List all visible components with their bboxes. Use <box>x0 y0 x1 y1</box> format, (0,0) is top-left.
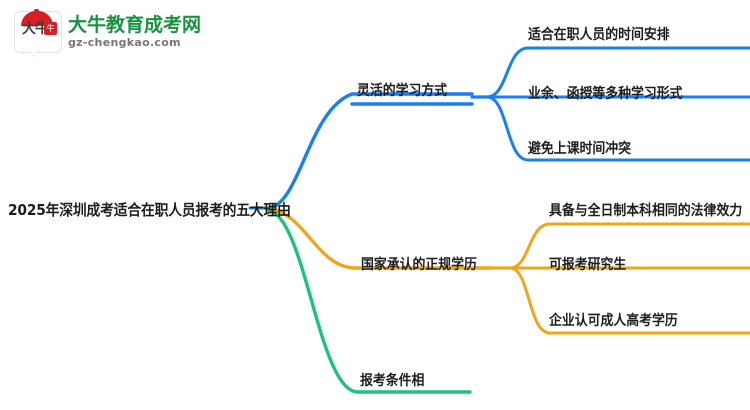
edge-blue-sub-3 <box>485 95 750 162</box>
logo-title: 大牛教育成考网 <box>68 14 202 36</box>
leaf-node-2-1[interactable]: 具备与全日制本科相同的法律效力 <box>549 203 743 219</box>
edge-root-branch-2 <box>266 207 494 270</box>
red-cap-stem <box>34 9 39 13</box>
logo-subtitle: gz-chengkao.com <box>68 36 181 49</box>
edge-orange-sub-1 <box>508 222 750 270</box>
leaf-node-1-2[interactable]: 业余、函授等多种学习形式 <box>528 86 683 102</box>
logo-seal-icon: 牛 <box>44 22 57 35</box>
logo-mark-text: 大牛 <box>22 21 49 37</box>
branch-node-2[interactable]: 国家承认的正规学历 <box>361 257 477 273</box>
logo-text-block: 大牛教育成考网 gz-chengkao.com <box>68 14 201 50</box>
edge-root-branch-3 <box>266 208 472 394</box>
leaf-node-2-2[interactable]: 可报考研究生 <box>549 257 627 273</box>
edge-blue-sub-1 <box>485 46 750 99</box>
branch-node-1[interactable]: 灵活的学习方式 <box>357 83 448 99</box>
logo-mark-icon: 大牛 牛 <box>14 9 62 56</box>
root-node[interactable]: 2025年深圳成考适合在职人员报考的五大理由 <box>8 201 291 219</box>
edge-root-branch-1 <box>266 92 474 210</box>
leaf-node-1-1[interactable]: 适合在职人员的时间安排 <box>528 27 670 43</box>
leaf-node-2-3[interactable]: 企业认可成人高考学历 <box>549 313 678 329</box>
edge-orange-sub-3 <box>508 266 750 335</box>
speech-bubble-tail <box>28 48 40 56</box>
site-logo: 大牛 牛 大牛教育成考网 gz-chengkao.com <box>14 6 201 58</box>
branch-node-3[interactable]: 报考条件相 <box>360 373 425 389</box>
leaf-node-1-3[interactable]: 避免上课时间冲突 <box>528 141 632 157</box>
